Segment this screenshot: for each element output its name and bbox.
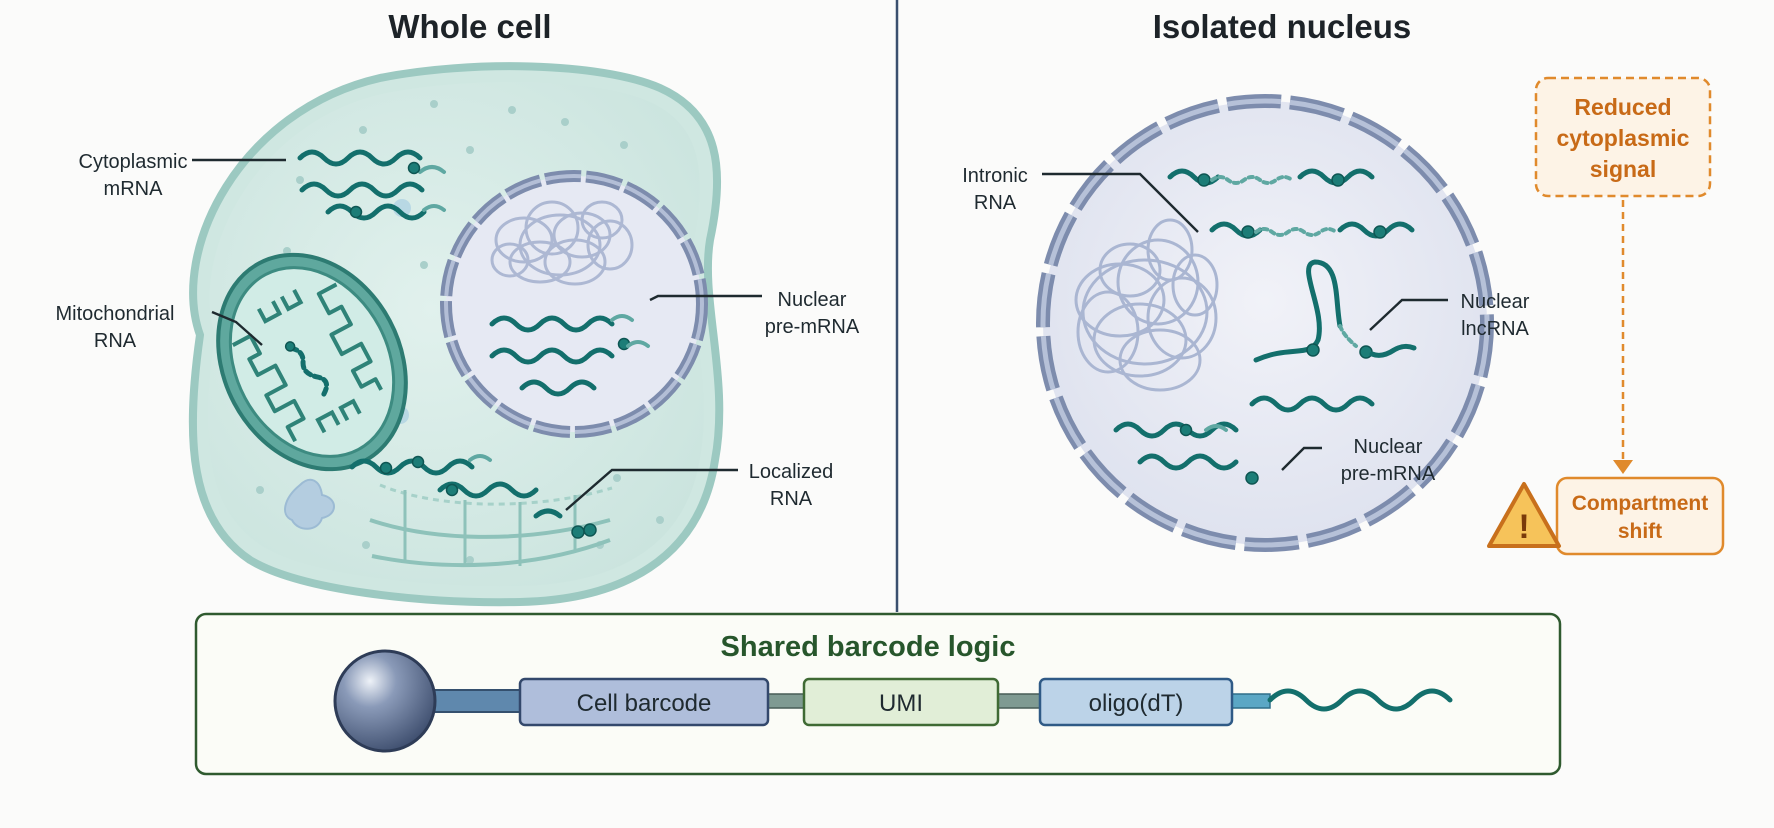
lncrna-leader [1369, 298, 1448, 331]
label-mitochondrial: Mitochondrial [56, 303, 175, 325]
captured-mrna [1267, 688, 1453, 712]
reduced-line1: Reduced [1574, 94, 1671, 120]
label-nuclear-pre: Nuclear [1354, 436, 1423, 458]
label-intronic: Intronic [962, 165, 1028, 187]
segment-oligo-dt [1038, 677, 1234, 727]
label-localized-rna: RNA [770, 488, 813, 510]
whole-cell-title: Whole cell [388, 8, 551, 45]
premrna-leader [1281, 446, 1322, 471]
reduced-line3: signal [1590, 156, 1656, 182]
nucleus-labels: Intronic RNA Nuclear lncRNA Nuclear pre-… [962, 165, 1530, 485]
capture-bead [333, 649, 437, 753]
mitochondrion [216, 252, 408, 472]
reduced-signal-box [1534, 76, 1712, 198]
warning-annotations: Reduced cytoplasmic signal Compartment s… [1487, 76, 1725, 556]
cell-nucleus [440, 170, 708, 438]
nucleus-pre-mrna [1113, 395, 1375, 485]
warning-exclamation: ! [1518, 508, 1529, 546]
label-lncrna: lncRNA [1461, 318, 1529, 340]
label-mrna: mRNA [104, 178, 164, 200]
segment-cell-barcode-label: Cell barcode [577, 690, 712, 717]
barcode-panel: Shared barcode logic Cell barcode UMI ol… [194, 612, 1562, 776]
localized-leader [565, 468, 738, 511]
label-localized: Localized [749, 461, 834, 483]
segment-cell-barcode [518, 677, 770, 727]
isolated-nucleus [1036, 94, 1494, 552]
barcode-title: Shared barcode logic [721, 631, 1016, 663]
label-pre-mrna: pre-mRNA [1341, 463, 1436, 485]
isolated-nucleus-title: Isolated nucleus [1153, 8, 1412, 45]
chromatin [1074, 218, 1219, 392]
segment-umi-label: UMI [879, 690, 923, 717]
vacuole [284, 478, 335, 530]
whole-cell [188, 62, 762, 607]
shift-line2: shift [1618, 520, 1662, 543]
nuclear-leader [649, 294, 762, 302]
cytoplasmic-mrna [297, 149, 446, 221]
endoplasmic-reticulum [349, 454, 613, 567]
segment-oligo-dt-label: oligo(dT) [1089, 690, 1184, 717]
shift-line1: Compartment [1572, 492, 1709, 515]
compartment-shift-box [1555, 476, 1725, 556]
label-intronic-rna: RNA [974, 192, 1017, 214]
mito-leader [211, 310, 263, 346]
segment-umi [802, 677, 1000, 727]
whole-cell-labels: Cytoplasmic mRNA Mitochondrial RNA Nucle… [56, 151, 860, 510]
intronic-leader [1042, 172, 1199, 233]
label-cytoplasmic: Cytoplasmic [79, 151, 188, 173]
warning-triangle-icon: ! [1487, 482, 1561, 548]
nuclear-lncrna [1253, 259, 1417, 363]
label-nuclear-lnc: Nuclear [1461, 291, 1530, 313]
label-mito-rna: RNA [94, 330, 137, 352]
reduced-line2: cytoplasmic [1557, 125, 1690, 151]
label-nuclear-pre-mrna: pre-mRNA [765, 316, 860, 338]
intronic-rna [1167, 168, 1415, 239]
label-nuclear: Nuclear [778, 289, 847, 311]
